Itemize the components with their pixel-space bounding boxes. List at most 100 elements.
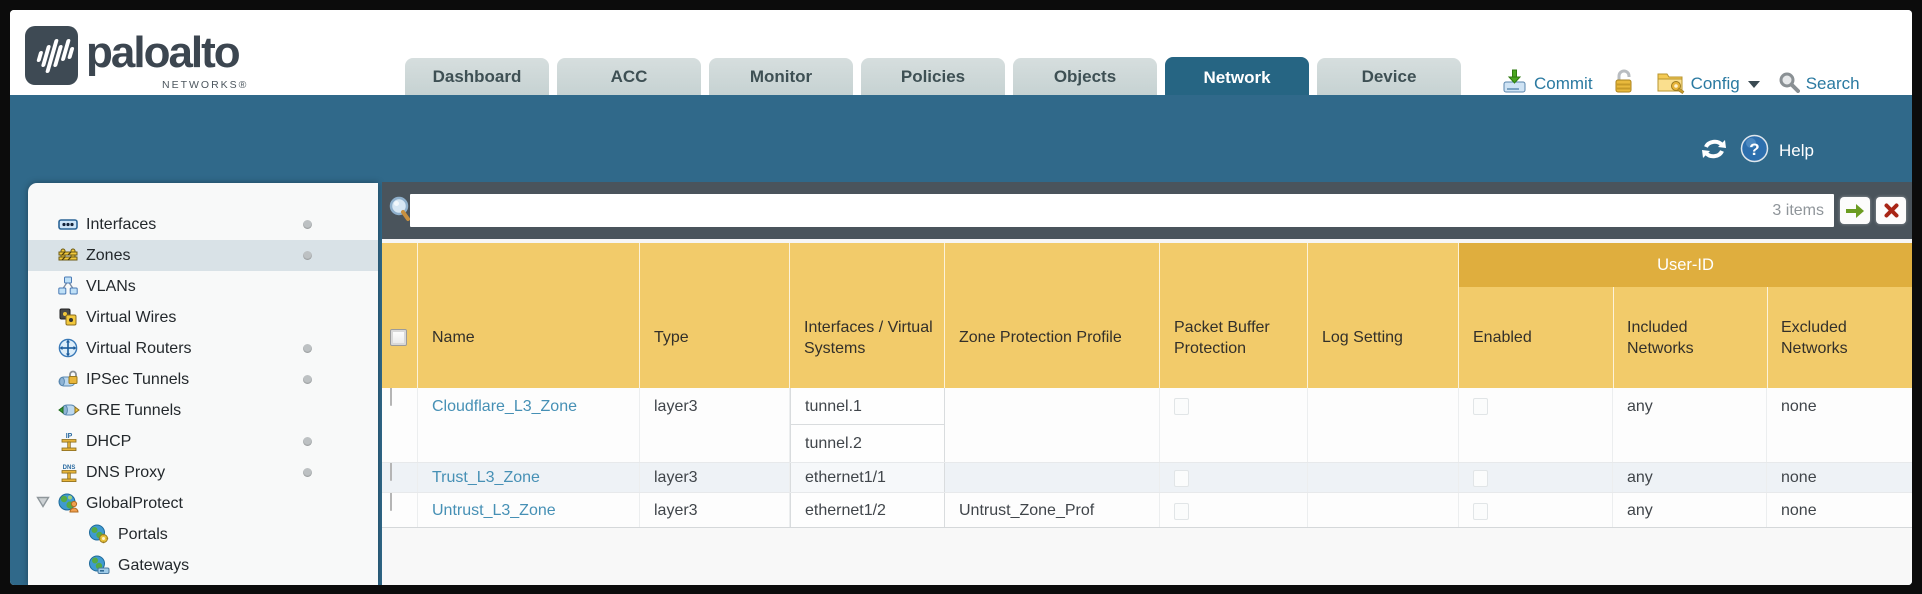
gateways-icon: [88, 555, 110, 575]
tab-objects[interactable]: Objects: [1013, 58, 1157, 95]
ipsec-tunnels-icon: [58, 369, 78, 389]
virtual-wires-icon: [58, 307, 78, 327]
header-separator: [1767, 287, 1768, 388]
packet-buffer-protection-cell: [1160, 493, 1308, 527]
select-all-checkbox[interactable]: [390, 329, 407, 346]
sidebar-item-gateways[interactable]: Gateways: [28, 550, 378, 581]
column-header-included-networks[interactable]: Included Networks: [1627, 318, 1694, 357]
commit-button[interactable]: Commit: [1534, 74, 1593, 93]
column-header-zone-protection-profile[interactable]: Zone Protection Profile: [945, 243, 1160, 388]
sidebar-item-label: Virtual Wires: [86, 308, 177, 326]
commit-icon: [1502, 69, 1528, 99]
user-id-enabled-checkbox[interactable]: [1473, 469, 1488, 487]
sidebar-item-vlans[interactable]: VLANs: [28, 271, 378, 302]
tab-monitor[interactable]: Monitor: [709, 58, 853, 95]
item-indicator-dot: [303, 375, 312, 384]
sidebar-item-zones[interactable]: Zones: [28, 240, 378, 271]
sidebar-item-label: Virtual Routers: [86, 339, 192, 357]
user-id-enabled-cell: [1459, 388, 1613, 462]
sidebar-item-ipsec-tunnels[interactable]: IPSec Tunnels: [28, 364, 378, 395]
row-checkbox[interactable]: [390, 463, 392, 481]
excluded-networks-cell: none: [1781, 502, 1817, 519]
interface-entry: tunnel.1: [791, 388, 944, 425]
column-header-type[interactable]: Type: [640, 243, 790, 388]
column-header-log-setting[interactable]: Log Setting: [1308, 243, 1459, 388]
lock-icon[interactable]: [1613, 68, 1637, 100]
brand-wordmark: paloalto: [86, 28, 241, 77]
zone-protection-profile-cell: [945, 463, 1160, 492]
packet-buffer-checkbox[interactable]: [1174, 469, 1189, 487]
sidebar-item-globalprotect[interactable]: GlobalProtect: [28, 488, 378, 519]
tab-dashboard[interactable]: Dashboard: [405, 58, 549, 95]
item-indicator-dot: [303, 468, 312, 477]
filter-input[interactable]: [410, 201, 1773, 220]
sidebar-item-label: IPSec Tunnels: [86, 370, 190, 388]
apply-filter-button[interactable]: [1840, 197, 1870, 224]
filter-bar: 3 items: [382, 182, 1912, 239]
column-header-excluded-networks[interactable]: Excluded Networks: [1781, 318, 1848, 357]
expander-triangle-icon[interactable]: [36, 495, 50, 513]
sidebar-item-label: GRE Tunnels: [86, 401, 182, 419]
sidebar-item-label: GlobalProtect: [86, 494, 183, 512]
search-button[interactable]: Search: [1805, 74, 1860, 93]
packet-buffer-protection-cell: [1160, 463, 1308, 492]
config-menu[interactable]: Config: [1690, 74, 1740, 93]
help-icon[interactable]: ?: [1740, 134, 1769, 168]
help-label[interactable]: Help: [1779, 141, 1814, 160]
row-checkbox[interactable]: [390, 493, 392, 511]
sidebar-item-label: Portals: [118, 525, 168, 543]
zones-content-panel: 3 items: [382, 182, 1912, 585]
globalprotect-icon: [58, 493, 79, 513]
column-header-packet-buffer-protection[interactable]: Packet Buffer Protection: [1160, 243, 1308, 388]
clear-filter-button[interactable]: [1876, 197, 1906, 224]
column-header-enabled[interactable]: Enabled: [1473, 329, 1532, 346]
zones-icon: [58, 245, 78, 265]
column-header-interfaces[interactable]: Interfaces / Virtual Systems: [790, 243, 945, 388]
interface-entry: tunnel.2: [791, 425, 944, 462]
sidebar-item-gre-tunnels[interactable]: GRE Tunnels: [28, 395, 378, 426]
zone-name-link[interactable]: Untrust_L3_Zone: [432, 502, 556, 519]
packet-buffer-checkbox[interactable]: [1174, 502, 1189, 520]
tab-acc[interactable]: ACC: [557, 58, 701, 95]
item-indicator-dot: [303, 344, 312, 353]
config-icon: [1657, 69, 1685, 99]
tab-policies[interactable]: Policies: [861, 58, 1005, 95]
vlans-icon: [58, 276, 78, 296]
log-setting-cell: [1308, 388, 1459, 462]
sidebar-item-portals[interactable]: Portals: [28, 519, 378, 550]
chevron-down-icon[interactable]: [1747, 80, 1760, 88]
packet-buffer-checkbox[interactable]: [1174, 398, 1189, 415]
dhcp-icon: IP: [58, 431, 78, 451]
user-id-enabled-checkbox[interactable]: [1473, 502, 1488, 520]
sidebar-item-virtual-wires[interactable]: Virtual Wires: [28, 302, 378, 333]
sidebar-item-label: VLANs: [86, 277, 136, 295]
zone-name-link[interactable]: Cloudflare_L3_Zone: [432, 398, 577, 415]
sidebar-item-label: DHCP: [86, 432, 132, 450]
row-checkbox-cell: [382, 493, 418, 527]
column-header-name[interactable]: Name: [418, 243, 640, 388]
included-networks-cell: any: [1613, 463, 1767, 492]
refresh-icon[interactable]: [1698, 135, 1730, 168]
zone-name-link[interactable]: Trust_L3_Zone: [432, 469, 540, 486]
svg-text:IP: IP: [66, 433, 73, 440]
sidebar-item-interfaces[interactable]: Interfaces: [28, 209, 378, 240]
tab-network[interactable]: Network: [1165, 57, 1309, 99]
item-indicator-dot: [303, 251, 312, 260]
sidebar-item-virtual-routers[interactable]: Virtual Routers: [28, 333, 378, 364]
sidebar-item-label: DNS Proxy: [86, 463, 166, 481]
row-checkbox[interactable]: [390, 388, 392, 406]
portals-icon: [88, 524, 109, 544]
zone-name-cell: Trust_L3_Zone: [418, 463, 640, 492]
user-id-enabled-checkbox[interactable]: [1473, 398, 1488, 415]
sidebar-item-dhcp[interactable]: IP DHCP: [28, 426, 378, 457]
tab-device[interactable]: Device: [1317, 58, 1461, 95]
zone-interfaces-cell: ethernet1/2: [790, 493, 945, 527]
sidebar-item-label: Gateways: [118, 556, 190, 574]
item-indicator-dot: [303, 437, 312, 446]
